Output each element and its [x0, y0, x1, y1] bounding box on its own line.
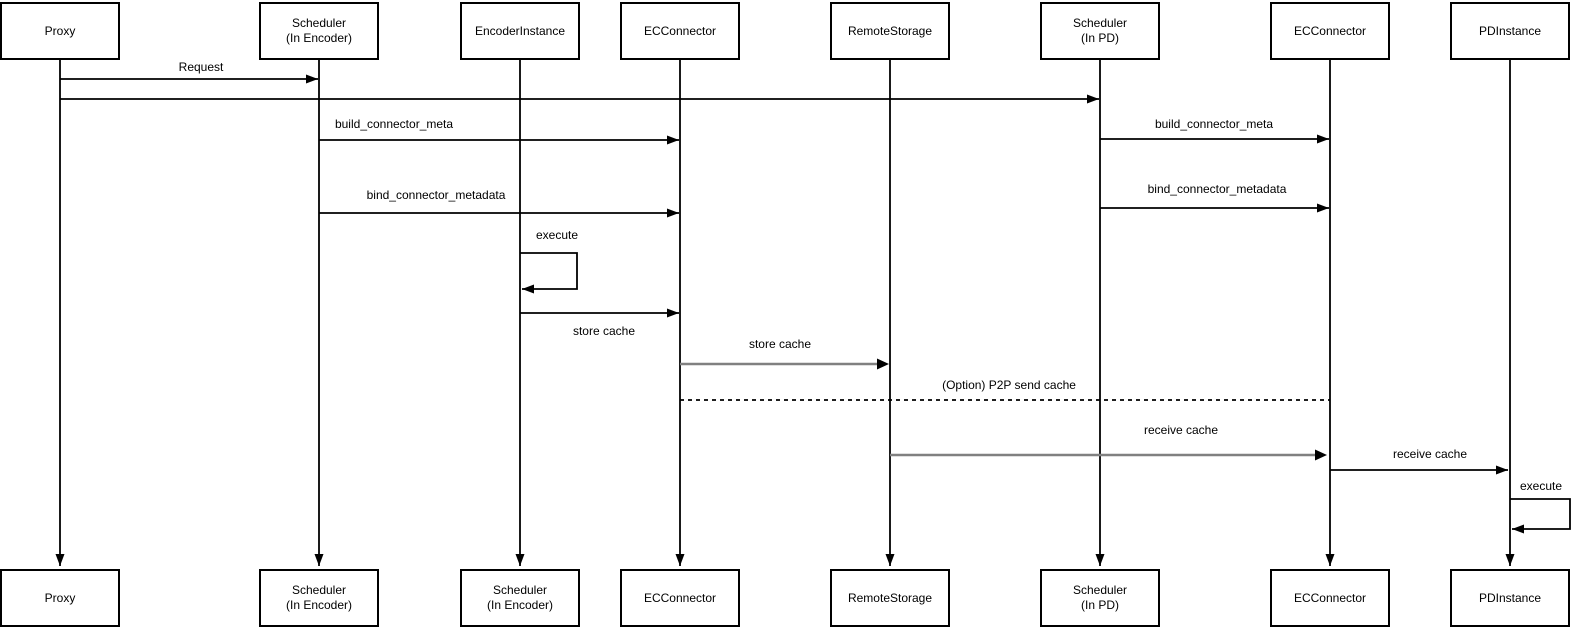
participant-label: ECConnector	[1293, 590, 1367, 605]
participant-label: EncoderInstance	[474, 23, 566, 38]
participant-label: ECConnector	[1293, 23, 1367, 38]
participant-top-proxy: Proxy	[0, 2, 120, 60]
message-label-execute-right: execute	[1519, 479, 1563, 493]
participant-label: ECConnector	[643, 590, 717, 605]
participant-label: Scheduler (In PD)	[1072, 583, 1128, 612]
participant-label: RemoteStorage	[847, 590, 933, 605]
participant-bottom-proxy: Proxy	[0, 569, 120, 627]
participant-label: ECConnector	[643, 23, 717, 38]
participant-label: PDInstance	[1478, 590, 1542, 605]
message-label-build-connector-meta-left: build_connector_meta	[334, 117, 454, 131]
arrow-execute-self-loop-left	[520, 252, 578, 294]
arrow-store-cache-2-head	[877, 358, 889, 370]
message-label-execute-left: execute	[535, 228, 579, 242]
message-label-request: Request	[178, 60, 224, 74]
participant-label: RemoteStorage	[847, 23, 933, 38]
message-label-receive-cache-1: receive cache	[1143, 423, 1219, 437]
participant-label: Scheduler (In Encoder)	[285, 583, 353, 612]
message-label-bind-connector-metadata-left: bind_connector_metadata	[366, 188, 506, 202]
participant-bottom-ec-connector-2: ECConnector	[1270, 569, 1390, 627]
arrow-execute-self-loop-right	[1510, 498, 1571, 534]
participant-bottom-scheduler-encoder: Scheduler (In Encoder)	[259, 569, 379, 627]
participant-bottom-ec-connector-1: ECConnector	[620, 569, 740, 627]
message-label-receive-cache-2: receive cache	[1392, 447, 1468, 461]
participant-label: Scheduler (In PD)	[1072, 16, 1128, 45]
participant-label: Proxy	[44, 23, 76, 38]
participant-label: PDInstance	[1478, 23, 1542, 38]
participant-top-ec-connector-1: ECConnector	[620, 2, 740, 60]
participant-label: Scheduler (In Encoder)	[285, 16, 353, 45]
participant-bottom-pd-instance: PDInstance	[1450, 569, 1570, 627]
message-label-p2p-send-cache: (Option) P2P send cache	[942, 378, 1076, 392]
message-label-bind-connector-metadata-right: bind_connector_metadata	[1147, 182, 1287, 196]
participant-top-pd-instance: PDInstance	[1450, 2, 1570, 60]
message-label-store-cache-2: store cache	[748, 337, 812, 351]
message-label-build-connector-meta-right: build_connector_meta	[1154, 117, 1274, 131]
message-label-store-cache-1: store cache	[572, 324, 636, 338]
participant-label: Proxy	[44, 590, 76, 605]
participant-top-scheduler-encoder: Scheduler (In Encoder)	[259, 2, 379, 60]
participant-top-scheduler-pd: Scheduler (In PD)	[1040, 2, 1160, 60]
participant-top-ec-connector-2: ECConnector	[1270, 2, 1390, 60]
arrow-receive-cache-1-head	[1315, 449, 1327, 461]
participant-top-encoder-instance: EncoderInstance	[460, 2, 580, 60]
participant-bottom-remote-storage: RemoteStorage	[830, 569, 950, 627]
participant-top-remote-storage: RemoteStorage	[830, 2, 950, 60]
participant-bottom-scheduler-encoder-2: Scheduler (In Encoder)	[460, 569, 580, 627]
participant-bottom-scheduler-pd: Scheduler (In PD)	[1040, 569, 1160, 627]
participant-label: Scheduler (In Encoder)	[486, 583, 554, 612]
